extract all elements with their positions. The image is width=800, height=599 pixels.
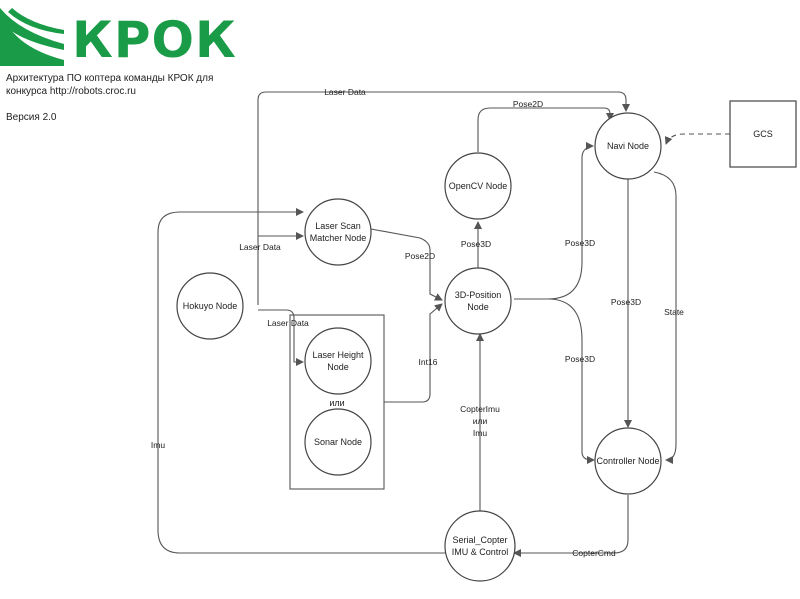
label-pose3d-down: Pose3D (611, 297, 641, 307)
node-serial-copter: Serial_Copter IMU & Control (444, 510, 516, 582)
svg-text:Laser Height: Laser Height (312, 350, 364, 360)
label-copter-cmd: CopterCmd (572, 548, 616, 558)
gcs-box (729, 100, 797, 168)
edge-pose3d-navi (514, 142, 594, 300)
edge-laser-data-top (257, 91, 630, 305)
croc-logo: КРОК (0, 6, 236, 72)
node-sonar: Sonar Node (304, 408, 372, 476)
svg-text:Node: Node (327, 362, 349, 372)
edge-pose2d-left (370, 228, 443, 301)
label-pose2d-left: Pose2D (405, 251, 435, 261)
svg-text:Navi Node: Navi Node (607, 141, 649, 151)
label-copter-imu-3: Imu (473, 428, 487, 438)
edge-pose3d-ctrl (514, 298, 595, 464)
edge-imu (157, 208, 446, 554)
label-int16: Int16 (419, 357, 438, 367)
svg-text:Sonar Node: Sonar Node (314, 437, 362, 447)
label-laser-data-mid: Laser Data (239, 242, 281, 252)
logo-swoosh-icon (0, 8, 64, 66)
edge-copter-cmd (513, 495, 629, 557)
svg-text:3D-Position: 3D-Position (455, 290, 502, 300)
svg-text:Hokuyo Node: Hokuyo Node (183, 301, 238, 311)
edge-pose2d-top (477, 107, 614, 152)
svg-text:Controller Node: Controller Node (596, 456, 659, 466)
label-pose3d-ctrl: Pose3D (565, 354, 595, 364)
node-navi: Navi Node (594, 112, 662, 180)
svg-text:IMU & Control: IMU & Control (452, 547, 509, 557)
node-hokuyo: Hokuyo Node (176, 272, 244, 340)
node-controller: Controller Node (594, 427, 662, 495)
diagram-description: Архитектура ПО коптера команды КРОК для … (6, 73, 214, 97)
label-pose2d-top: Pose2D (513, 99, 543, 109)
edge-state (653, 171, 677, 464)
svg-text:Matcher Node: Matcher Node (310, 233, 367, 243)
node-laser-scan-matcher: Laser Scan Matcher Node (304, 198, 372, 266)
label-laser-data-low: Laser Data (267, 318, 309, 328)
label-pose3d-navi: Pose3D (565, 238, 595, 248)
label-imu: Imu (151, 440, 165, 450)
gcs-label: GCS (753, 129, 773, 139)
logo-text: КРОК (72, 11, 237, 69)
node-3d-position: 3D-Position Node (444, 267, 512, 335)
edge-int16 (384, 303, 443, 403)
label-laser-data-top: Laser Data (324, 87, 366, 97)
label-state: State (664, 307, 684, 317)
sensor-group-or-label: или (329, 398, 344, 408)
edge-laser-data-low (258, 309, 304, 366)
node-laser-height: Laser Height Node (304, 327, 372, 395)
label-copter-imu-1: CopterImu (460, 404, 500, 414)
svg-text:OpenCV Node: OpenCV Node (449, 181, 508, 191)
label-copter-imu-2: или (473, 416, 488, 426)
svg-text:Node: Node (467, 302, 489, 312)
version-label: Версия 2.0 (6, 112, 57, 123)
svg-text:Serial_Copter: Serial_Copter (452, 535, 507, 545)
node-opencv: OpenCV Node (444, 152, 512, 220)
edge-gcs (664, 133, 730, 145)
label-pose3d-up: Pose3D (461, 239, 491, 249)
svg-text:Laser Scan: Laser Scan (315, 221, 361, 231)
